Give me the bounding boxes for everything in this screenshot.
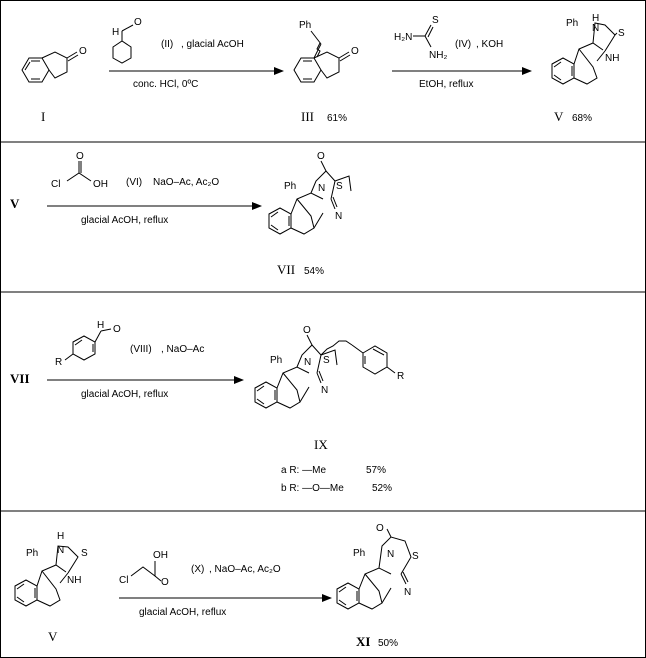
atom-label: H [592,13,599,24]
atom-label: OH [93,179,108,190]
compound-V-structure [551,22,618,85]
atom-label: N [387,549,394,560]
compound-label-V-start: V [10,196,20,211]
arrow-conditions: glacial AcOH, reflux [139,607,226,618]
atom-label: S [81,548,88,559]
atom-label: Ph [26,548,38,559]
compound-X-structure [130,561,162,582]
atom-label: O [161,577,169,588]
reagent-label: (IV) [455,39,471,50]
compound-III-structure [293,30,351,83]
atom-label: NH [67,575,81,586]
atom-label: O [113,324,121,335]
variant-label-b: b R: —O—Me [281,483,344,494]
reagent-label: (VIII) [130,344,152,355]
arrow-conditions: conc. HCl, 0ºC [133,79,198,90]
atom-label: H [112,27,119,38]
compound-VII-structure [268,160,352,235]
atom-label: O [317,151,325,162]
arrow-conditions: glacial AcOH, reflux [81,389,168,400]
yield-V: 68% [572,113,592,124]
atom-label: O [303,325,311,336]
atom-label: N [592,23,599,34]
atom-label: Ph [284,181,296,192]
reagent-conditions: , NaO–Ac, Ac₂O [209,564,281,575]
atom-label: N [335,211,342,222]
atom-label: Ph [270,355,282,366]
compound-label-IX: IX [314,437,328,452]
atom-label: H₂N [394,32,412,43]
atom-label: R [397,371,404,382]
atom-label: H [57,531,64,542]
atom-label: S [323,355,330,366]
atom-label: R [55,357,62,368]
atom-label: N [318,183,325,194]
compound-II-structure [112,24,134,64]
arrow-conditions: EtOH, reflux [419,79,473,90]
compound-V-start-structure [14,545,79,607]
atom-label: O [376,523,384,534]
yield-VII: 54% [304,266,324,277]
reagent-conditions: , KOH [476,39,503,50]
compound-label-I: I [41,109,45,124]
reagent-label: (II) [161,39,173,50]
atom-label: O [351,46,359,57]
atom-label: N [404,587,411,598]
compound-IV-structure [413,24,434,48]
atom-label: O [79,46,87,57]
atom-label: Ph [353,548,365,559]
atom-label: NH₂ [429,50,447,61]
atom-label: S [432,15,439,26]
atom-label: N [57,545,64,556]
compound-label-V-row4: V [48,629,58,644]
variant-yield-a: 57% [366,465,386,476]
compound-XI-structure [336,528,412,610]
atom-label: S [412,551,419,562]
compound-label-III: III [301,109,314,124]
reagent-label: (X) [191,564,204,575]
atom-label: N [304,357,311,368]
atom-label: Cl [119,575,128,586]
atom-label: Ph [299,20,311,31]
reagent-conditions: NaO–Ac, Ac₂O [153,177,219,188]
compound-label-VII-start: VII [10,371,30,386]
atom-label: S [618,28,625,39]
yield-III: 61% [327,113,347,124]
atom-label: O [134,17,142,28]
reagent-label: (VI) [126,177,142,188]
variant-yield-b: 52% [372,483,392,494]
arrow-conditions: glacial AcOH, reflux [81,215,168,226]
atom-label: S [336,181,343,192]
atom-label: Cl [51,179,60,190]
compound-IX-structure [254,334,396,409]
variant-label-a: a R: —Me [281,465,326,476]
reagent-conditions: , glacial AcOH [181,39,244,50]
reagent-conditions: , NaO–Ac [161,344,204,355]
atom-label: OH [153,550,168,561]
compound-I-structure [21,51,79,83]
compound-VIII-structure [64,328,112,361]
atom-label: H [97,320,104,331]
atom-label: N [321,385,328,396]
atom-label: NH [605,53,619,64]
yield-XI: 50% [378,638,398,649]
compound-VI-structure [66,161,92,182]
compound-label-XI: XI [356,634,370,649]
compound-label-VII: VII [277,262,295,277]
atom-label: O [76,151,84,162]
compound-label-V: V [554,109,564,124]
atom-label: Ph [566,18,578,29]
